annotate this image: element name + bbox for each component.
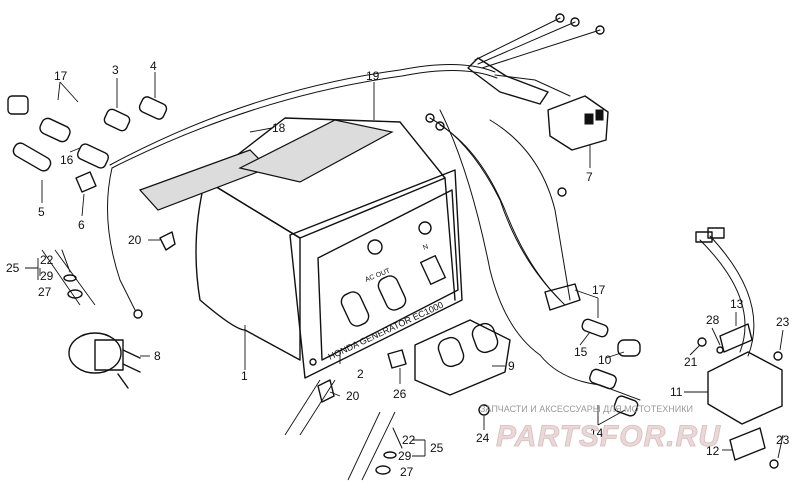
lamp-socket-5 [12, 142, 52, 172]
callout-27: 27 [38, 285, 52, 299]
callout-25: 25 [6, 261, 20, 275]
switch-label: N [422, 243, 429, 251]
outlet-slot [377, 275, 407, 311]
bracket-13 [719, 323, 753, 353]
outlet-assembly-9 [414, 319, 511, 396]
right-parts-group [478, 227, 783, 469]
callout-10: 10 [598, 353, 612, 367]
callout-9: 9 [508, 359, 515, 373]
callout-29-lower: 29 [398, 449, 412, 463]
callout-2: 2 [357, 367, 364, 381]
callout-22-lower: 22 [402, 433, 416, 447]
harness-sleeve [467, 57, 549, 105]
callout-14: 14 [590, 426, 604, 440]
bulb-3 [103, 108, 131, 132]
callout-7: 7 [586, 170, 593, 184]
clip-6 [75, 171, 97, 193]
callout-25-lower: 25 [430, 441, 444, 455]
callout-29: 29 [40, 269, 54, 283]
callout-6: 6 [78, 218, 85, 232]
breaker-hole [418, 221, 432, 235]
lamp-tube [39, 117, 71, 143]
decal-19 [238, 119, 394, 183]
callout-18: 18 [272, 121, 286, 135]
callout-21: 21 [684, 355, 698, 369]
control-box-housing: AC OUT N HONDA GENERATOR EC1000 [138, 117, 463, 379]
lamp-socket-14b [613, 395, 639, 417]
bracket-12 [729, 427, 766, 461]
lamp-cap [7, 95, 29, 115]
lamp-holder-16 [76, 143, 110, 169]
callout-17-right: 17 [592, 283, 606, 297]
callout-20: 20 [128, 233, 142, 247]
callout-5: 5 [38, 205, 45, 219]
plug-8 [68, 332, 141, 389]
callouts: 17 3 4 19 18 16 5 6 7 20 22 25 29 27 8 1… [6, 59, 790, 479]
washer-28 [716, 346, 724, 354]
screw-21 [697, 337, 707, 347]
callout-17: 17 [54, 69, 68, 83]
callout-22: 22 [40, 253, 54, 267]
callout-24: 24 [476, 431, 490, 445]
screw-20b [317, 379, 335, 403]
callout-1: 1 [241, 369, 248, 383]
callout-15: 15 [574, 345, 588, 359]
leader-lines [25, 72, 784, 459]
multi-connector [547, 95, 609, 151]
watermark-logo: PARTSFOR.RU [496, 420, 721, 453]
callout-12: 12 [706, 444, 720, 458]
lamp-tube-15 [581, 318, 609, 338]
screw-23a [773, 351, 783, 361]
bulb-4 [138, 96, 168, 120]
callout-4: 4 [150, 59, 157, 73]
lamp-socket-17b [544, 283, 581, 311]
pilot-lamp-hole [367, 239, 383, 255]
screw-24 [478, 404, 490, 416]
decal-18 [138, 149, 270, 211]
watermark: ЗАПЧАСТИ И АКСЕССУАРЫ ДЛЯ МОТОТЕХНИКИ PA… [480, 404, 721, 453]
callout-3: 3 [112, 63, 119, 77]
wire-harness [107, 13, 641, 401]
callout-20-lower: 20 [346, 389, 360, 403]
regulator-11 [707, 351, 783, 425]
bulb-14 [589, 368, 617, 390]
callout-16: 16 [60, 153, 74, 167]
callout-11: 11 [670, 385, 683, 399]
screw-23b [769, 459, 779, 469]
nut-26 [387, 349, 407, 369]
screw-20a [159, 231, 176, 251]
callout-27-lower: 27 [400, 465, 414, 479]
callout-23-lower: 23 [776, 433, 790, 447]
callout-13: 13 [730, 297, 744, 311]
lamp-parts-group [7, 95, 176, 306]
callout-19: 19 [366, 69, 380, 83]
switch-slot [419, 255, 447, 285]
ac-out-label: AC OUT [364, 267, 392, 284]
callout-26: 26 [393, 387, 407, 401]
lamp-cap-10 [617, 339, 641, 357]
callout-8: 8 [154, 349, 161, 363]
hardware-group-bottom [347, 411, 403, 481]
outlet-slot [340, 291, 370, 327]
callout-28: 28 [706, 313, 720, 327]
watermark-caption: ЗАПЧАСТИ И АКСЕССУАРЫ ДЛЯ МОТОТЕХНИКИ [480, 404, 693, 414]
callout-23: 23 [776, 315, 790, 329]
